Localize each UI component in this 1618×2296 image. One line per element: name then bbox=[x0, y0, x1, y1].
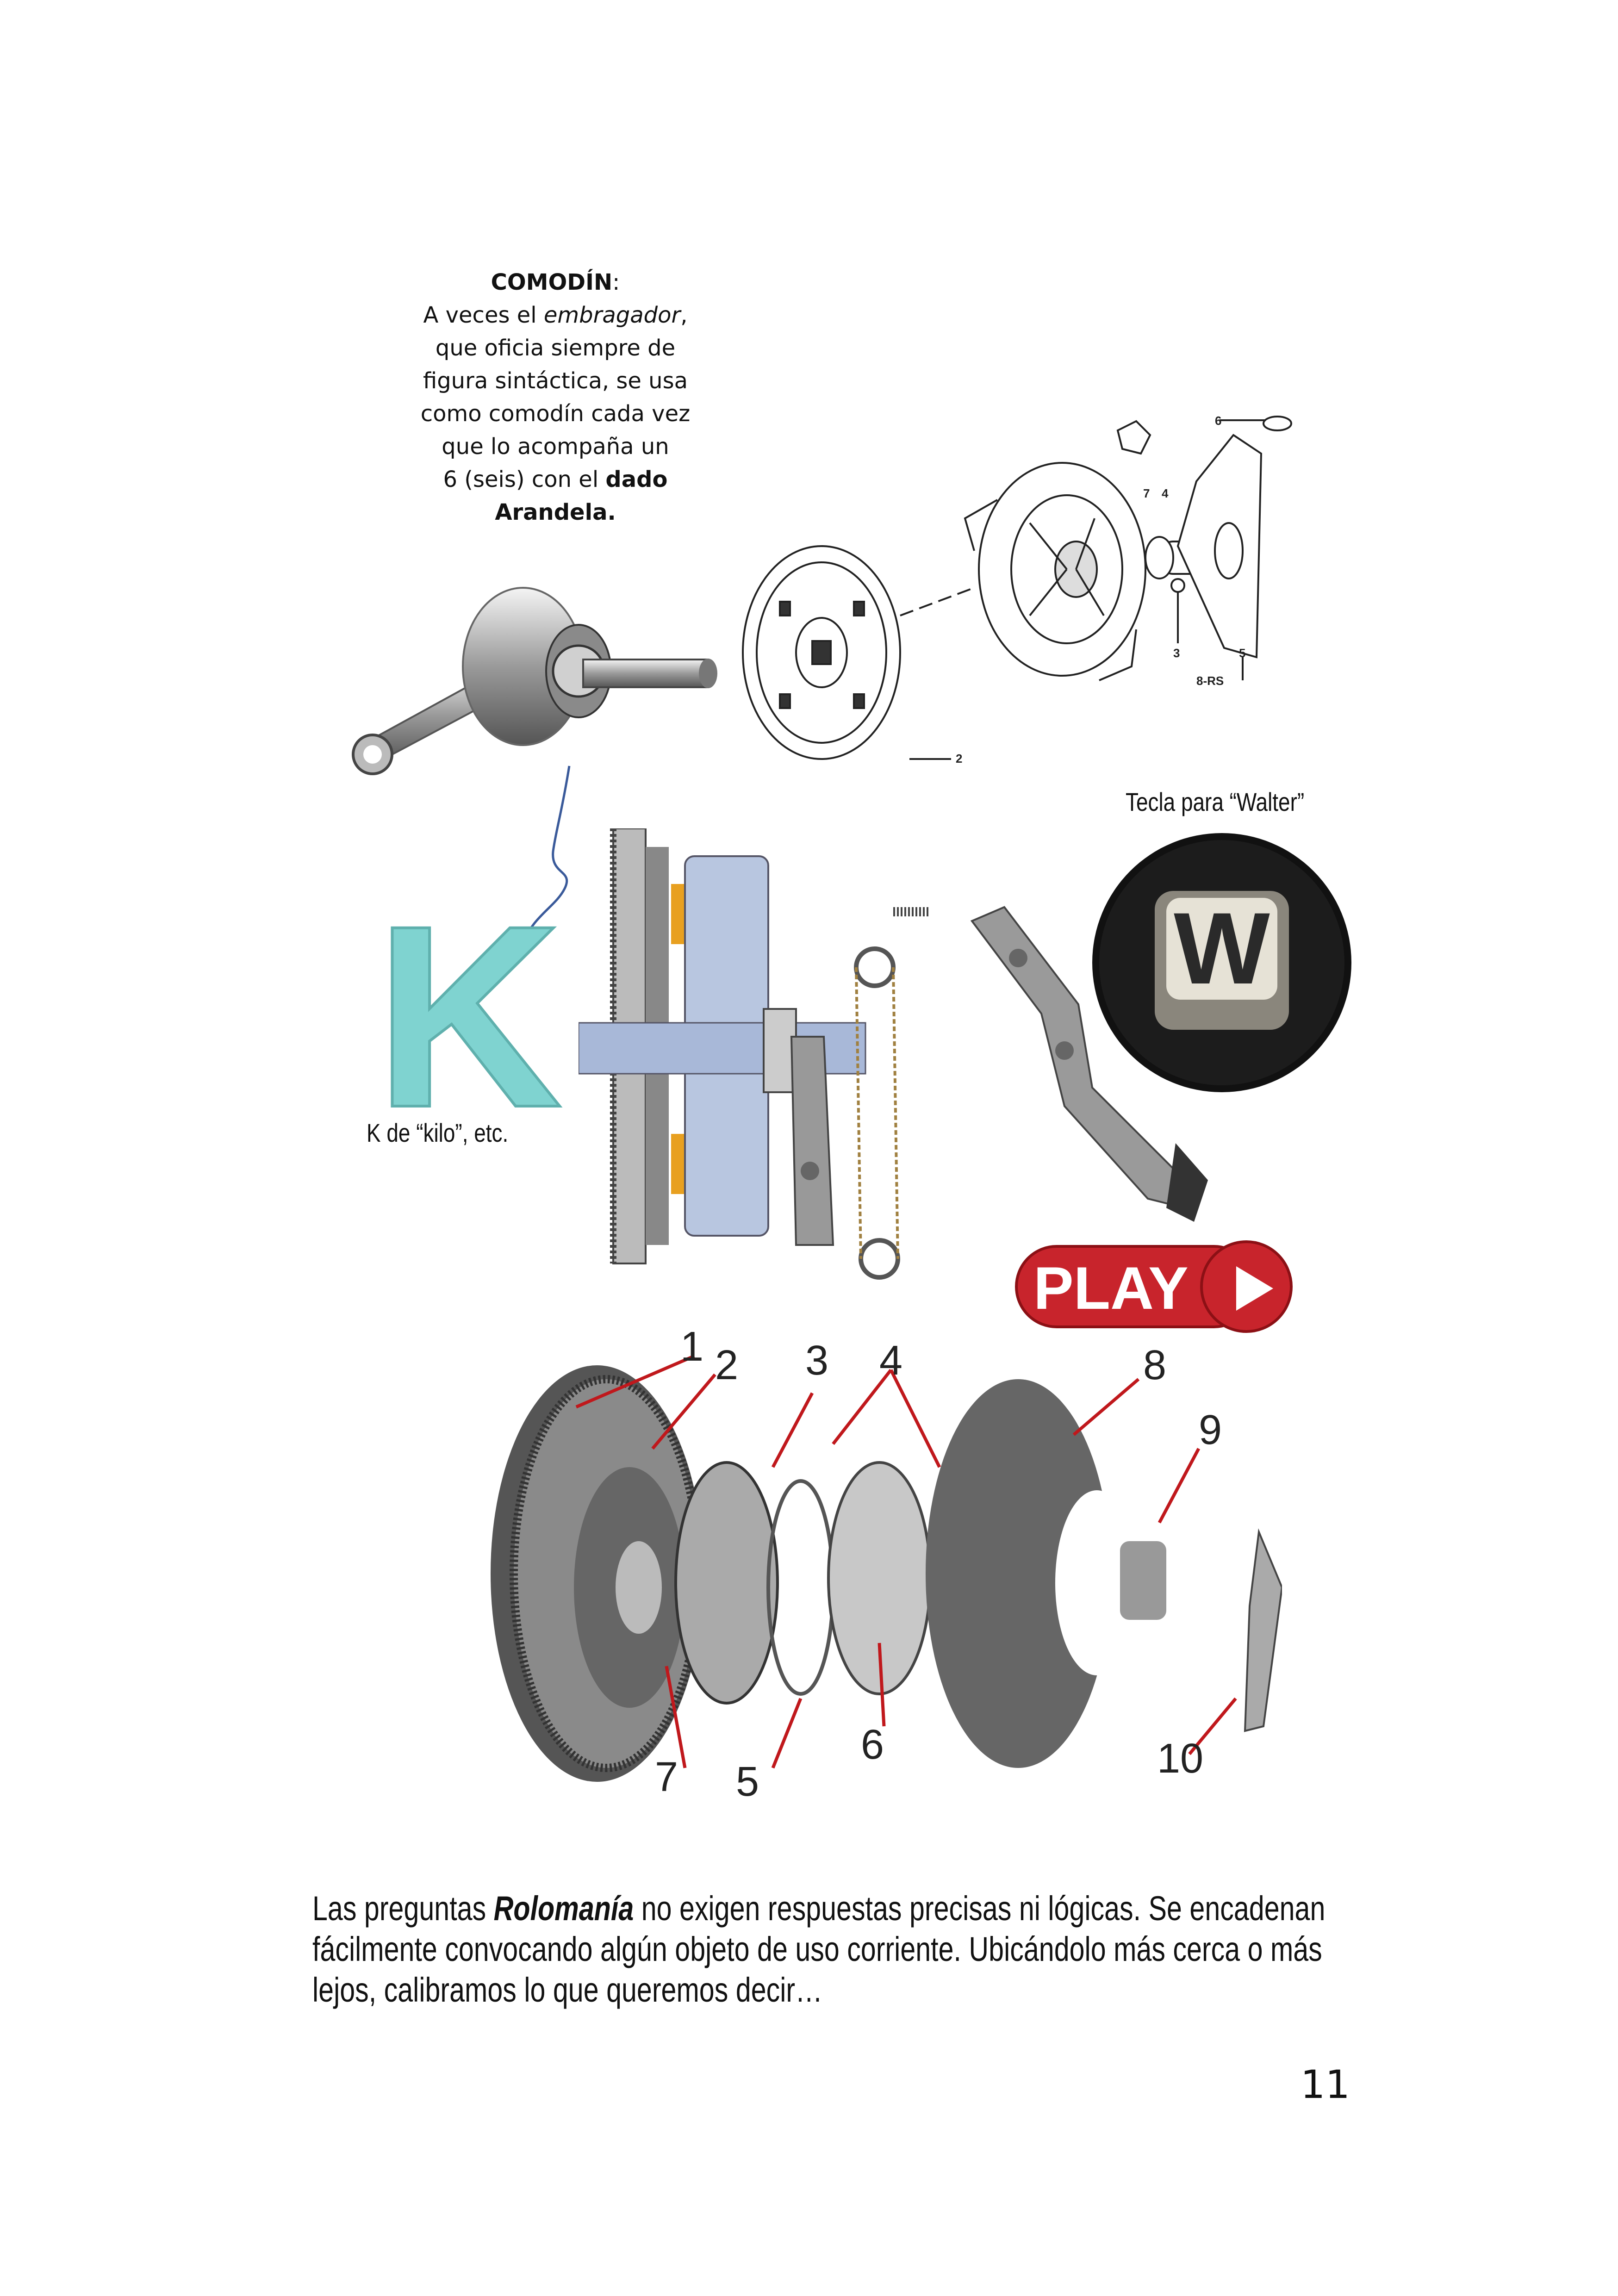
comodin-title: COMODÍN bbox=[491, 269, 613, 295]
key-caption: Tecla para “Walter” bbox=[1126, 787, 1305, 816]
note-line: como comodín cada vez bbox=[420, 401, 691, 427]
part-label-7: 7 bbox=[655, 1754, 678, 1800]
note-bold: Arandela. bbox=[495, 499, 616, 525]
colon: : bbox=[612, 269, 620, 295]
play-icon bbox=[1200, 1240, 1293, 1333]
part-label-10: 10 bbox=[1157, 1736, 1203, 1782]
comodin-note: COMODÍN: A veces el embragador, que ofic… bbox=[389, 266, 722, 529]
page-number: 11 bbox=[1301, 2062, 1350, 2107]
part-label-3: 3 bbox=[805, 1338, 828, 1384]
text: Las preguntas bbox=[312, 1889, 494, 1928]
rolomania-term: Rolomanía bbox=[493, 1889, 634, 1928]
part-label-1: 1 bbox=[680, 1328, 703, 1370]
diagram-label: 6 bbox=[1215, 414, 1221, 428]
note-text: , bbox=[680, 302, 688, 328]
note-line: figura sintáctica, se usa bbox=[423, 368, 688, 394]
text: no exigen respuestas precisas ni lógicas… bbox=[634, 1889, 1326, 1928]
diagram-label: 7 bbox=[1143, 486, 1150, 500]
paragraph-line: fácilmente convocando algún objeto de us… bbox=[312, 1930, 1322, 1968]
part-label-8: 8 bbox=[1143, 1342, 1166, 1388]
diagram-label: 5 bbox=[1239, 646, 1245, 660]
part-label-2: 2 bbox=[715, 1342, 738, 1388]
play-label: PLAY bbox=[1033, 1254, 1189, 1322]
k-caption: K de “kilo”, etc. bbox=[367, 1118, 509, 1147]
clutch-pedal-diagram bbox=[579, 828, 1208, 1280]
w-key-image: W bbox=[1092, 833, 1351, 1092]
paragraph-line: lejos, calibramos lo que queremos decir… bbox=[312, 1971, 823, 2009]
key-letter: W bbox=[1174, 891, 1270, 1005]
diagram-label: 8-RS bbox=[1196, 674, 1224, 688]
clutch-exploded-photo: 1 2 3 4 5 6 7 8 9 10 bbox=[491, 1328, 1282, 1805]
body-paragraph: Las preguntas Rolomanía no exigen respue… bbox=[312, 1888, 1579, 2010]
note-italic: embragador bbox=[543, 302, 681, 328]
part-label-4: 4 bbox=[879, 1338, 902, 1384]
note-line: que oficia siempre de bbox=[435, 335, 676, 361]
part-label-9: 9 bbox=[1199, 1407, 1222, 1453]
clutch-exploded-diagram-top: 6 7 4 3 5 8-RS 2 bbox=[742, 414, 1292, 765]
note-bold: dado bbox=[605, 467, 668, 492]
k-letter: K bbox=[375, 912, 562, 1120]
blue-wire bbox=[522, 765, 571, 945]
note-text: A veces el bbox=[423, 302, 544, 328]
diagram-label: 4 bbox=[1162, 486, 1169, 500]
diagram-label: 3 bbox=[1173, 646, 1180, 660]
part-label-6: 6 bbox=[861, 1722, 884, 1768]
part-label-5: 5 bbox=[736, 1759, 759, 1805]
k-letter-image: K bbox=[373, 912, 563, 1120]
note-line: que lo acompaña un bbox=[442, 434, 669, 460]
diagram-label: 2 bbox=[956, 752, 962, 765]
crankshaft-image bbox=[352, 587, 717, 775]
play-button[interactable]: PLAY bbox=[1015, 1240, 1293, 1333]
note-text: 6 (seis) con el bbox=[443, 467, 606, 492]
